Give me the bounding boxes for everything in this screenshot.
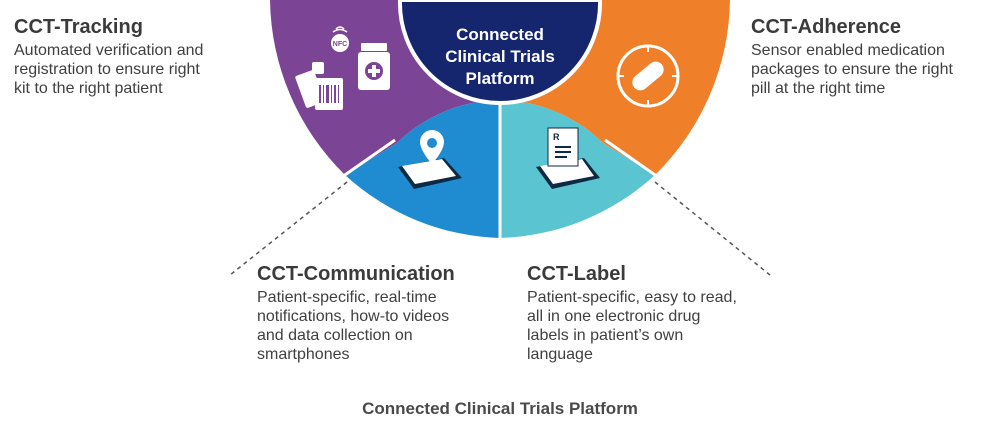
adherence-line: Sensor enabled medication (751, 42, 945, 59)
label-line: labels in patient’s own (527, 327, 684, 344)
tracking-title: CCT-Tracking (14, 16, 143, 38)
adherence-description: Sensor enabled medication packages to en… (751, 41, 996, 98)
tracking-line: registration to ensure right (14, 61, 200, 78)
label-line: all in one electronic drug (527, 308, 701, 325)
adherence-line: pill at the right time (751, 80, 886, 97)
communication-line: smartphones (257, 346, 350, 363)
svg-text:R: R (553, 132, 560, 142)
pill-timer-icon (616, 44, 680, 108)
tracking-description: Automated verification and registration … (14, 41, 274, 98)
communication-description: Patient-specific, real-time notification… (257, 288, 497, 364)
label-title: CCT-Label (527, 263, 626, 285)
hub-title-line-1: Connected (456, 25, 544, 44)
tracking-block: CCT-Tracking Automated verification and … (14, 16, 274, 98)
leader-line-communication (229, 181, 348, 276)
leader-line-label (654, 181, 771, 276)
label-description: Patient-specific, easy to read, all in o… (527, 288, 777, 364)
medicine-bottle-icon (358, 43, 390, 90)
hub-circle (397, 0, 603, 106)
label-block: CCT-Label Patient-specific, easy to read… (527, 263, 777, 364)
hub-title-line-3: Platform (466, 69, 535, 88)
location-pin-phone-icon (398, 130, 462, 189)
adherence-line: packages to ensure the right (751, 61, 953, 78)
communication-line: notifications, how-to videos (257, 308, 450, 325)
diagram-caption: Connected Clinical Trials Platform (362, 399, 638, 418)
label-line: Patient-specific, easy to read, (527, 289, 737, 306)
communication-line: and data collection on (257, 327, 413, 344)
nfc-icon: NFC (331, 26, 349, 52)
tracking-line: kit to the right patient (14, 80, 163, 97)
communication-block: CCT-Communication Patient-specific, real… (257, 263, 497, 364)
nfc-tag-label: NFC (333, 41, 347, 48)
label-line: language (527, 346, 593, 363)
adherence-block: CCT-Adherence Sensor enabled medication … (751, 16, 996, 98)
prescription-label-phone-icon: R (536, 127, 600, 189)
communication-line: Patient-specific, real-time (257, 289, 437, 306)
communication-title: CCT-Communication (257, 263, 455, 285)
adherence-title: CCT-Adherence (751, 16, 902, 38)
hub-title-line-2: Clinical Trials (445, 47, 555, 66)
tracking-line: Automated verification and (14, 42, 204, 59)
barcode-scanner-icon (295, 62, 343, 110)
